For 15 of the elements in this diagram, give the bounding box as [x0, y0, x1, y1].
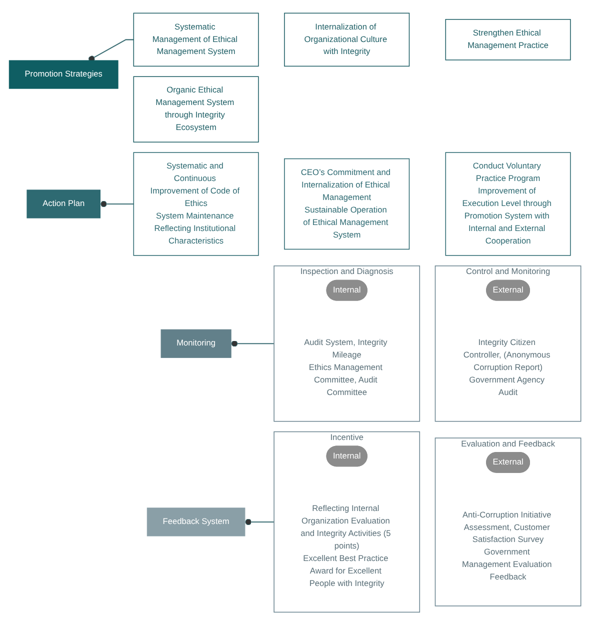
connector [231, 340, 274, 347]
node-box: Strengthen Ethical Management Practice [445, 18, 571, 60]
node-box: CEO’s Commitment and Internalization of Ethical Management Sustainable Operation of Ethical Management System [284, 158, 410, 250]
node-box: Systematic Management of Ethical Management System [133, 12, 259, 66]
node-box: Internalization of Organizational Culture with Integrity [284, 12, 410, 66]
connector [100, 200, 134, 207]
node-box: Promotion Strategies [8, 60, 118, 89]
node-box: Systematic and Continuous Improvement of Code of Ethics System Maintenance Reflecting Institutional Characteristics [133, 152, 259, 256]
connector [244, 518, 274, 525]
node-box: Organic Ethical Management System through Integrity Ecosystem [133, 76, 259, 142]
node-box: Monitoring [160, 329, 232, 358]
connector [88, 38, 134, 62]
node-box: Feedback System [146, 508, 246, 536]
node-box: Conduct Voluntary Practice Program Improvement of Execution Level through Promotion System with Internal and External Cooperation [445, 152, 571, 256]
node-box: Action Plan [26, 190, 100, 218]
